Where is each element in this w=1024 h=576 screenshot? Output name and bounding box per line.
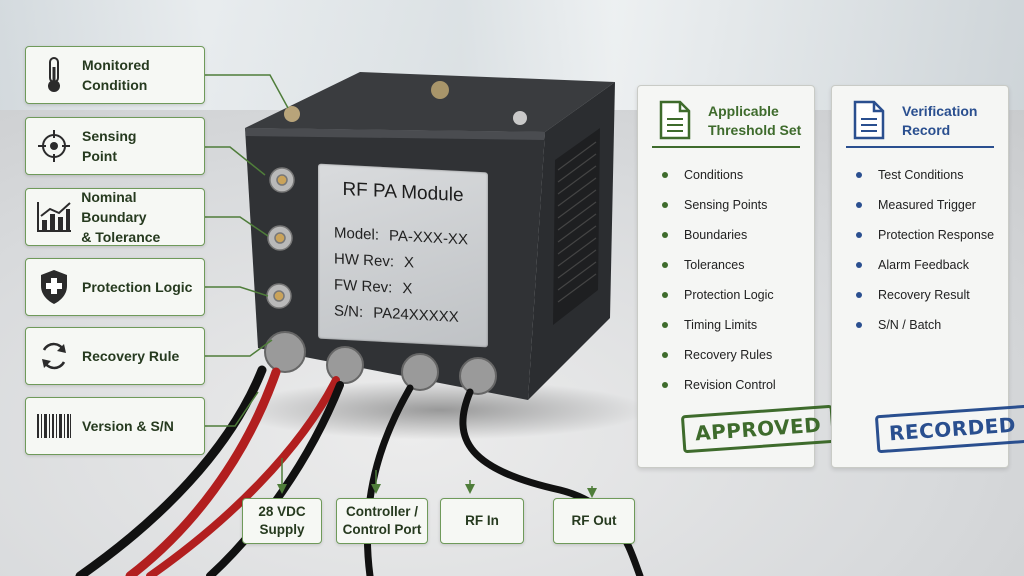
list-item: Alarm Feedback [856,250,994,280]
callout-nominal-boundary: Nominal Boundary & Tolerance [25,188,205,246]
hw-rev-value: X [404,254,415,272]
list-item: Protection Logic [662,280,776,310]
panel-title: Applicable Threshold Set [708,103,802,138]
list-item: Measured Trigger [856,190,994,220]
hw-rev-key: HW Rev: [334,250,394,271]
approved-stamp: APPROVED [680,404,836,454]
callout-monitored-condition: Monitored Condition [25,46,205,104]
fw-rev-value: X [402,279,413,298]
list-item: Recovery Rules [662,340,776,370]
list-item: Conditions [662,160,776,190]
fw-rev-row: FW Rev: X [334,276,412,297]
list-item: Timing Limits [662,310,776,340]
callout-28vdc-supply: 28 VDC Supply [242,498,322,544]
hw-rev-row: HW Rev: X [334,250,414,271]
sn-row: S/N: PA24XXXXX [334,302,459,326]
fan-grille [553,128,600,325]
callout-label: Version & S/N [82,418,174,434]
document-icon [852,100,886,145]
list-item: Boundaries [662,220,776,250]
threshold-list: Conditions Sensing Points Boundaries Tol… [662,160,776,400]
callout-label: Nominal Boundary & Tolerance [81,189,161,245]
callout-version-sn: Version & S/N [25,397,205,455]
callout-recovery-rule: Recovery Rule [25,327,205,385]
shield-plus-icon [26,259,82,315]
device-title: RF PA Module [342,178,464,207]
callout-protection-logic: Protection Logic [25,258,205,316]
callout-label: Sensing Point [82,128,137,164]
callout-label: Protection Logic [82,279,193,295]
list-item: S/N / Batch [856,310,994,340]
barcode-icon [26,398,82,454]
sn-key: S/N: [334,302,364,321]
crosshair-icon [26,118,82,174]
callout-label: Monitored Condition [82,57,150,93]
list-item: Sensing Points [662,190,776,220]
thermometer-icon [26,47,82,103]
sn-value: PA24XXXXX [373,304,459,326]
refresh-icon [26,328,82,384]
model-key: Model: [334,224,380,244]
callout-sensing-point: Sensing Point [25,117,205,175]
callout-controller-port: Controller / Control Port [336,498,428,544]
model-value: PA-XXX-XX [389,227,468,249]
device-label-plate: RF PA Module Model: PA-XXX-XX HW Rev: X FW… [318,163,488,348]
verification-list: Test Conditions Measured Trigger Protect… [856,160,994,340]
verification-record-panel: Verification Record Test Conditions Meas… [831,85,1024,468]
bar-chart-icon [26,189,81,245]
panel-title: Verification Record [902,103,978,138]
list-item: Protection Response [856,220,994,250]
panel-divider [846,146,994,148]
document-icon [658,100,692,145]
recorded-stamp: RECORDED [874,404,1024,454]
list-item: Recovery Result [856,280,994,310]
model-row: Model: PA-XXX-XX [334,224,468,248]
callout-label: Recovery Rule [82,348,180,364]
callout-rf-out: RF Out [553,498,635,544]
list-item: Test Conditions [856,160,994,190]
callout-rf-in: RF In [440,498,524,544]
fw-rev-key: FW Rev: [334,276,393,297]
panel-divider [652,146,800,148]
list-item: Revision Control [662,370,776,400]
threshold-set-panel: Applicable Threshold Set Conditions Sens… [637,85,836,468]
list-item: Tolerances [662,250,776,280]
